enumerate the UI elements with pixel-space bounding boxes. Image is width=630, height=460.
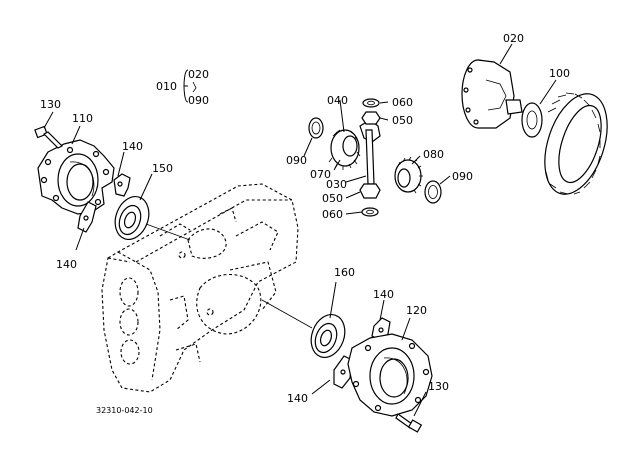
- pinion-050-top: [361, 111, 381, 125]
- pinion-050-bottom: [359, 183, 381, 199]
- shim-140-lower-left: [77, 201, 97, 233]
- diagram-code: 32310-042-10: [96, 406, 153, 415]
- washer-090-right: [424, 180, 442, 204]
- label-080: 080: [423, 148, 444, 161]
- washer-100: [521, 102, 543, 138]
- diff-case-020: [461, 59, 523, 129]
- label-140-lower-left: 140: [56, 258, 77, 271]
- leader-axis-left: [145, 223, 191, 241]
- bolt-130-bottom: [395, 413, 423, 433]
- label-090-right: 090: [452, 170, 473, 183]
- label-040: 040: [327, 94, 348, 107]
- washer-060-top: [362, 98, 380, 108]
- label-150: 150: [152, 162, 173, 175]
- leader-axis-right: [261, 299, 313, 329]
- side-gear-070: [328, 129, 361, 170]
- label-090-group: 090: [188, 94, 209, 107]
- label-130-bottom: 130: [428, 380, 449, 393]
- label-060-bottom: 060: [322, 208, 343, 221]
- cover-120: [347, 333, 433, 417]
- label-050-bottom: 050: [322, 192, 343, 205]
- label-130-top: 130: [40, 98, 61, 111]
- washer-090-left: [308, 117, 324, 139]
- washer-060-bottom: [361, 207, 379, 217]
- label-140-upper-left: 140: [122, 140, 143, 153]
- cover-110: [37, 139, 115, 215]
- label-020: 020: [503, 32, 524, 45]
- bolt-130-top: [34, 125, 64, 149]
- label-140-lower-right: 140: [287, 392, 308, 405]
- label-100: 100: [549, 67, 570, 80]
- label-060-top: 060: [392, 96, 413, 109]
- label-120: 120: [406, 304, 427, 317]
- leader-lines: [43, 43, 557, 417]
- label-140-upper-right: 140: [373, 288, 394, 301]
- ring-gear: [544, 92, 608, 195]
- transmission-case: [101, 183, 299, 393]
- label-010: 010: [156, 80, 177, 93]
- label-050-top: 050: [392, 114, 413, 127]
- shaft-030: [365, 129, 375, 185]
- side-gear-080: [394, 156, 423, 194]
- shim-140-upper-right: [371, 317, 391, 341]
- bearing-150: [114, 196, 150, 240]
- shim-140-upper-left: [113, 173, 131, 197]
- bearing-160: [310, 314, 346, 358]
- label-110: 110: [72, 112, 93, 125]
- label-160: 160: [334, 266, 355, 279]
- label-070: 070: [310, 168, 331, 181]
- label-090-left: 090: [286, 154, 307, 167]
- label-030: 030: [326, 178, 347, 191]
- label-020-group: 020: [188, 68, 209, 81]
